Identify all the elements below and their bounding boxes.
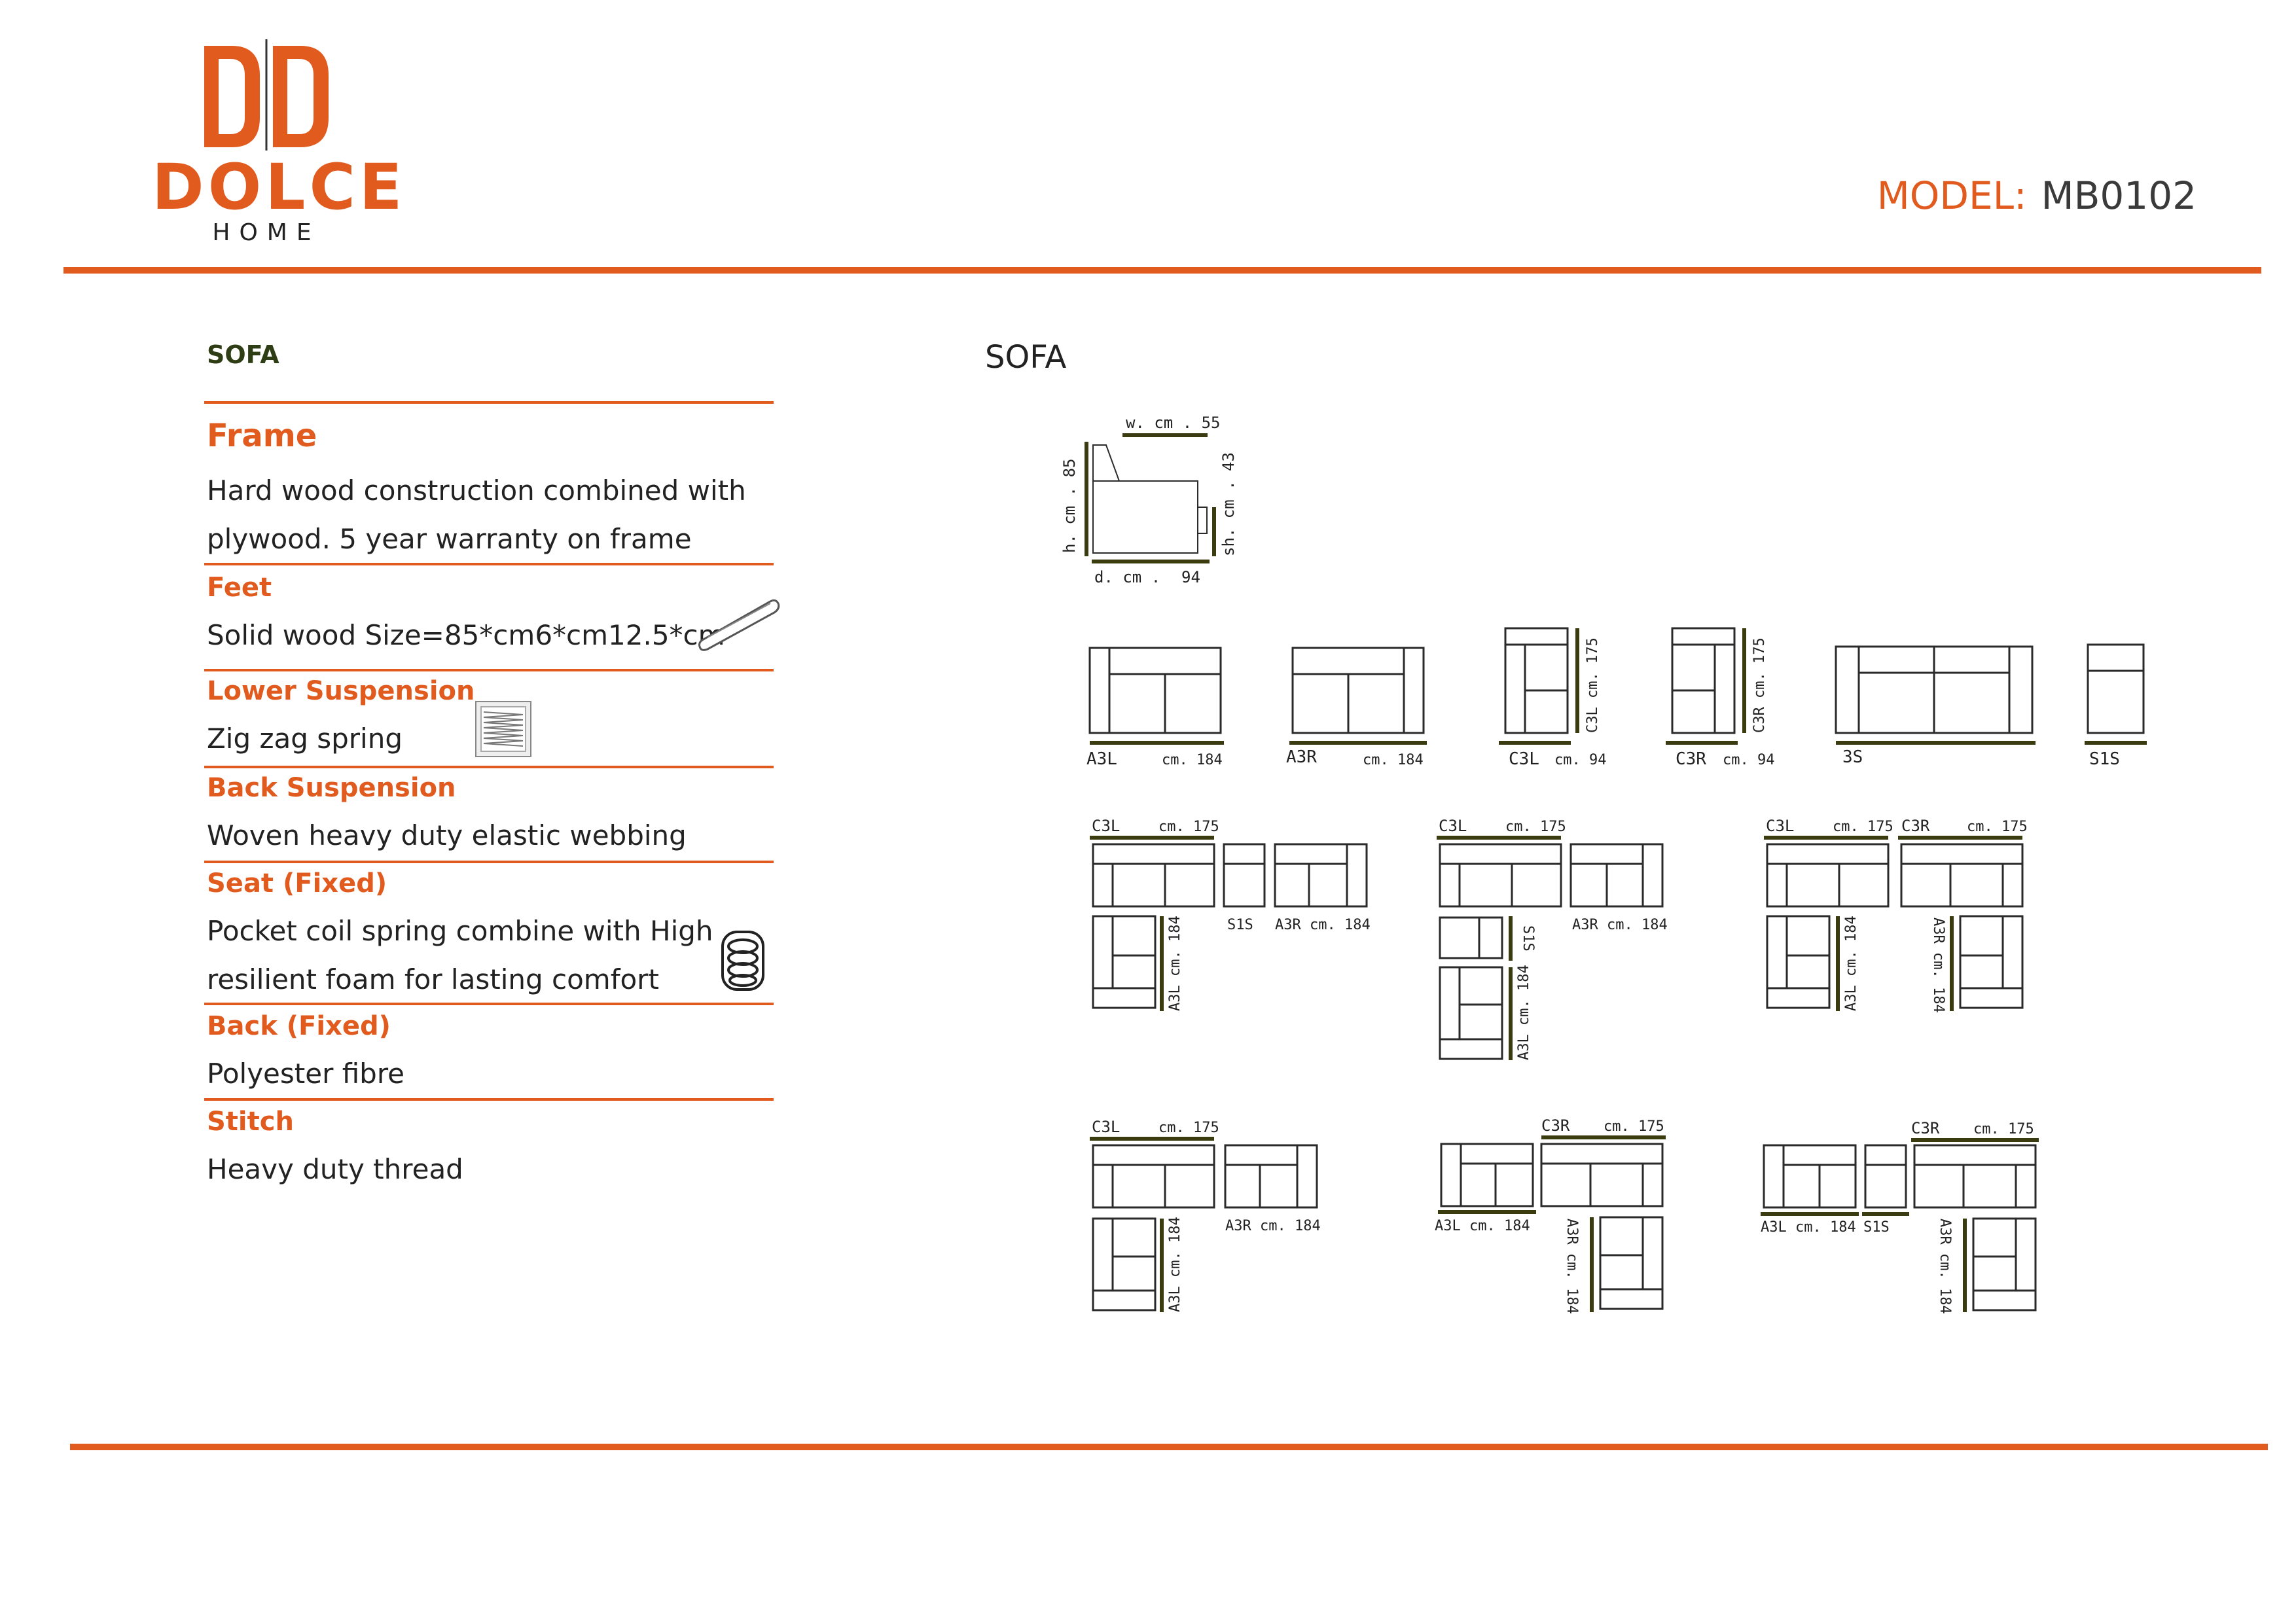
model-label: MODEL: <box>1876 173 2027 218</box>
module-c3l-code: C3L <box>1509 749 1539 769</box>
module-a3r-code: A3R <box>1286 747 1317 767</box>
spec-divider <box>204 1003 774 1005</box>
layout5-cm175: cm. 175 <box>1604 1118 1664 1135</box>
layout5-a3r: A3R cm. 184 <box>1564 1219 1580 1314</box>
layout-6 <box>1761 1138 2039 1312</box>
spec-head-back-suspension: Back Suspension <box>207 773 456 803</box>
spec-head-seat: Seat (Fixed) <box>207 868 387 899</box>
module-a3l-code: A3L <box>1086 749 1117 769</box>
spec-head-feet: Feet <box>207 573 272 603</box>
specs-title: SOFA <box>207 340 279 369</box>
layout3-c3l: C3L <box>1766 817 1794 835</box>
module-a3l <box>1088 647 1224 745</box>
model-value: MB0102 <box>2041 173 2197 218</box>
layout-3 <box>1764 836 2024 1011</box>
profile-width-label: w. cm . 55 <box>1126 414 1221 432</box>
module-c3r-size: cm. 94 <box>1723 752 1774 768</box>
spec-text-stitch: Heavy duty thread <box>207 1153 463 1185</box>
spec-head-back: Back (Fixed) <box>207 1011 391 1041</box>
layout2-c3l: C3L <box>1439 817 1467 835</box>
spec-head-stitch: Stitch <box>207 1107 294 1137</box>
layout3-cm175: cm. 175 <box>1833 819 1893 835</box>
spec-divider <box>204 563 774 565</box>
layout1-a3r: A3R cm. 184 <box>1275 917 1371 933</box>
layout5-c3r: C3R <box>1541 1116 1570 1135</box>
spec-divider <box>204 861 774 863</box>
spec-text-feet: Solid wood Size=85*cm6*cm12.5*cm <box>207 619 725 651</box>
layout1-s1s: S1S <box>1227 917 1253 933</box>
spec-text-frame-1: Hard wood construction combined with <box>207 474 746 507</box>
spec-divider <box>204 669 774 671</box>
profile-height-label: h. cm . 85 <box>1060 459 1079 554</box>
profile-depth-label: d. cm . <box>1094 568 1160 586</box>
layout6-c3r: C3R <box>1911 1119 1940 1137</box>
zigzag-spring-icon <box>475 701 531 757</box>
layout4-a3r: A3R cm. 184 <box>1225 1218 1321 1234</box>
layout3-cm175b: cm. 175 <box>1967 819 2028 835</box>
layout3-c3r: C3R <box>1901 817 1930 835</box>
layout1-c3l: C3L <box>1092 817 1120 835</box>
layout6-a3r: A3R cm. 184 <box>1937 1219 1953 1314</box>
module-c3r <box>1666 627 1746 745</box>
layout-1 <box>1090 836 1368 1011</box>
profile-seat-height-label: sh. cm . 43 <box>1219 452 1238 556</box>
module-c3l-side: C3L cm. 175 <box>1585 637 1601 733</box>
module-a3r-size: cm. 184 <box>1363 752 1424 768</box>
layout3-a3l: A3L cm. 184 <box>1843 916 1859 1011</box>
module-3s <box>1835 645 2036 745</box>
spec-head-lower-suspension: Lower Suspension <box>207 676 475 706</box>
module-s1s-code: S1S <box>2089 749 2120 769</box>
module-c3l-size: cm. 94 <box>1554 752 1606 768</box>
pocket-coil-icon <box>721 931 764 991</box>
model-heading: MODEL:MB0102 <box>1877 177 2197 215</box>
layout2-a3r: A3R cm. 184 <box>1572 917 1668 933</box>
profile-depth-value: 94 <box>1181 568 1200 586</box>
layout-4 <box>1090 1137 1318 1312</box>
brand-subtitle: HOME <box>212 219 321 246</box>
module-c3r-side: C3R cm. 175 <box>1751 637 1768 733</box>
foot-icon <box>698 599 780 651</box>
sofa-configuration-drawing: w. cm . 55 h. cm . 85 sh. cm . 43 d. cm … <box>1060 414 2147 1314</box>
module-c3r-code: C3R <box>1676 749 1706 769</box>
spec-divider <box>204 766 774 768</box>
spec-divider <box>204 401 774 404</box>
spec-text-seat-1: Pocket coil spring combine with High <box>207 915 713 947</box>
header-divider <box>63 267 2261 274</box>
drawing-title: SOFA <box>985 339 1067 376</box>
spec-text-lower-suspension: Zig zag spring <box>207 722 403 755</box>
layout4-a3l: A3L cm. 184 <box>1167 1217 1183 1312</box>
brand-name: DOLCE <box>152 151 406 224</box>
layout6-s1s: S1S <box>1863 1219 1890 1236</box>
layout6-a3l: A3L cm. 184 <box>1761 1219 1856 1236</box>
layout4-c3l: C3L <box>1092 1118 1120 1136</box>
layout3-a3r: A3R cm. 184 <box>1930 918 1946 1013</box>
module-s1s <box>2085 643 2147 745</box>
spec-divider <box>204 1098 774 1101</box>
layout-2 <box>1437 836 1664 1060</box>
spec-text-seat-2: resilient foam for lasting comfort <box>207 963 659 995</box>
spec-text-frame-2: plywood. 5 year warranty on frame <box>207 523 692 555</box>
module-a3l-size: cm. 184 <box>1162 752 1223 768</box>
brand-logo-mark <box>204 39 329 151</box>
layout4-cm175: cm. 175 <box>1158 1120 1219 1136</box>
layout2-cm175: cm. 175 <box>1505 819 1566 835</box>
layout1-a3l: A3L cm. 184 <box>1167 916 1183 1011</box>
footer-divider <box>70 1444 2268 1450</box>
module-3s-code: 3S <box>1842 747 1863 767</box>
layout6-cm175: cm. 175 <box>1973 1121 2034 1137</box>
module-c3l <box>1499 627 1579 745</box>
sofa-profile <box>1085 433 1216 563</box>
spec-text-back: Polyester fibre <box>207 1058 404 1090</box>
module-a3r <box>1289 647 1427 745</box>
spec-text-back-suspension: Woven heavy duty elastic webbing <box>207 819 687 851</box>
layout2-a3l: A3L cm. 184 <box>1516 965 1532 1060</box>
layout5-a3l: A3L cm. 184 <box>1435 1218 1530 1234</box>
layout2-s1s: S1S <box>1520 925 1536 952</box>
layout-5 <box>1438 1135 1666 1312</box>
spec-head-frame: Frame <box>207 418 317 454</box>
layout1-cm175: cm. 175 <box>1158 819 1219 835</box>
